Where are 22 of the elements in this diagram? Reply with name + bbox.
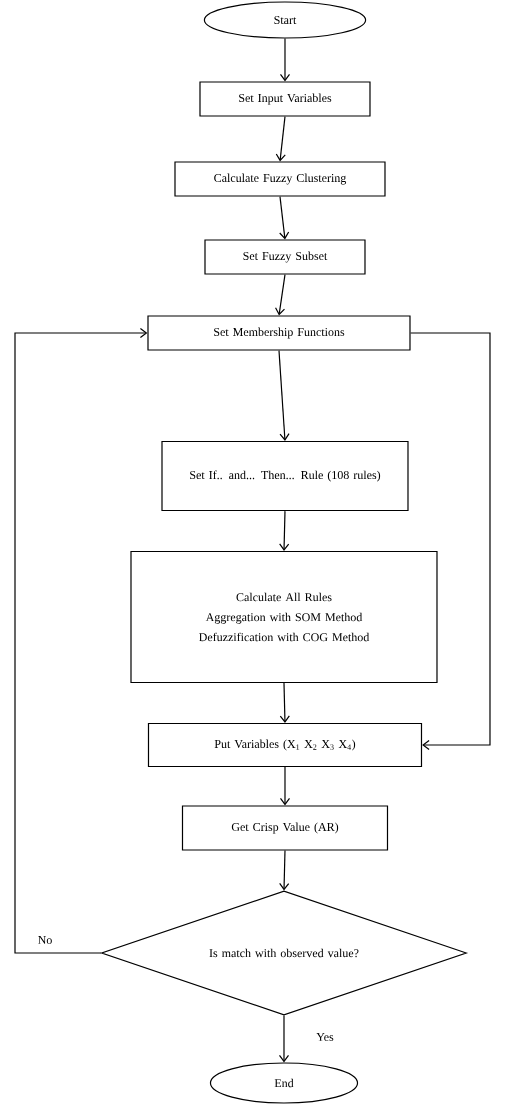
- edge-label: Yes: [315, 1032, 335, 1042]
- edge-label: No: [36, 935, 54, 945]
- process-box: Put Variables (X$_{1}$ X$_{2}$ X$_{3}$ X$_{4}$): [147, 722, 423, 768]
- arrow: [279, 850, 290, 891]
- process-box: Set Fuzzy Subset: [204, 239, 366, 275]
- arrow: [275, 116, 286, 162]
- process-box: Get Crisp Value (AR): [181, 805, 389, 851]
- arrow: [14, 327, 148, 954]
- process-box: Set If.. and... Then... Rule (108 rules): [161, 440, 409, 512]
- arrow: [278, 350, 290, 441]
- arrow: [279, 38, 291, 82]
- arrow: [274, 274, 286, 316]
- arrow: [410, 332, 491, 751]
- process-box: Set Input Variables: [199, 81, 371, 117]
- arrow: [278, 1015, 290, 1063]
- process-box: Calculate Fuzzy Clustering: [174, 161, 386, 197]
- arrow: [279, 766, 291, 806]
- process-box: Set Membership Functions: [147, 315, 411, 351]
- arrow: [279, 196, 290, 240]
- arrow: [279, 510, 290, 551]
- process-box: Calculate All Rules Aggregation with SOM Method Defuzzification with COG Method: [130, 550, 438, 684]
- arrow: [279, 682, 290, 723]
